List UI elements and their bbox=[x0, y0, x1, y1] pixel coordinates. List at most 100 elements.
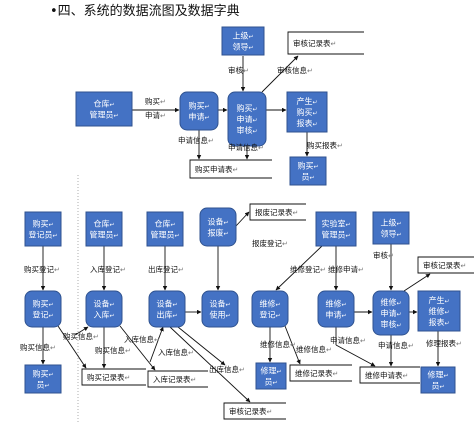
store-s8: 维修申请表↵ bbox=[359, 366, 420, 384]
store-shape bbox=[359, 366, 420, 384]
return-mark: ↵ bbox=[403, 372, 409, 380]
entitie-label: 实验室↵ bbox=[321, 219, 350, 229]
entitie-label: 上级↵ bbox=[232, 31, 253, 41]
store-shape bbox=[289, 364, 352, 382]
return-mark: ↵ bbox=[290, 341, 296, 349]
return-mark: ↵ bbox=[191, 376, 197, 384]
store-label: 维修申请表↵ bbox=[365, 370, 408, 380]
entitie-label: 报表↵ bbox=[428, 317, 449, 327]
return-mark: ↵ bbox=[307, 67, 313, 75]
entitie-label: 领导↵ bbox=[232, 42, 253, 52]
return-mark: ↵ bbox=[456, 340, 462, 348]
flow-label: 申请信息↵ bbox=[228, 142, 264, 152]
processe-label: 购买↵ bbox=[32, 299, 53, 309]
flow-label: 报废登记↵ bbox=[252, 238, 288, 248]
return-mark: ↵ bbox=[320, 266, 326, 274]
store-shape bbox=[189, 159, 272, 179]
entitie-label: 仓库↵ bbox=[154, 219, 175, 229]
processe-label: 设备↵ bbox=[207, 217, 228, 227]
entitie-label: 领导↵ bbox=[380, 229, 401, 239]
processe-p9: 维修↵申请↵ bbox=[317, 290, 355, 328]
processe-p8: 维修↵登记↵ bbox=[251, 290, 289, 328]
entitie-e4: 购买↵员↵ bbox=[289, 156, 327, 186]
entitie-shape bbox=[315, 211, 357, 247]
entitie-shape bbox=[255, 362, 287, 390]
return-mark: ↵ bbox=[243, 67, 249, 75]
processe-label: 维修↵ bbox=[259, 299, 280, 309]
entitie-label: 员↵ bbox=[431, 382, 444, 391]
processe-label: 申请↵ bbox=[380, 308, 401, 318]
return-mark: ↵ bbox=[239, 366, 245, 374]
store-shape bbox=[81, 368, 146, 386]
return-mark: ↵ bbox=[188, 349, 194, 357]
flow-label: 申请↵ bbox=[145, 110, 166, 120]
processe-shape bbox=[179, 91, 219, 131]
store-label: 审核记录表↵ bbox=[423, 260, 466, 270]
processe-p1: 购买↵申请↵ bbox=[179, 91, 219, 131]
entitie-label: 购买↵ bbox=[296, 107, 317, 117]
store-shape bbox=[417, 256, 474, 274]
entitie-e9: 上级↵领导↵ bbox=[372, 211, 410, 245]
entitie-label: 维修↵ bbox=[428, 306, 449, 316]
entitie-label: 上级↵ bbox=[380, 218, 401, 228]
processe-label: 报废↵ bbox=[207, 228, 228, 238]
return-mark: ↵ bbox=[160, 112, 166, 120]
store-s7: 维修记录表↵ bbox=[289, 364, 352, 382]
processe-shape bbox=[201, 290, 239, 328]
entitie-shape bbox=[289, 156, 327, 186]
processe-label: 购买↵ bbox=[236, 103, 257, 113]
processe-label: 维修↵ bbox=[380, 297, 401, 307]
processe-label: 设备↵ bbox=[93, 299, 114, 309]
processe-shape bbox=[24, 290, 62, 328]
flow-label: 出库登记↵ bbox=[148, 264, 184, 274]
return-mark: ↵ bbox=[120, 266, 126, 274]
return-mark: ↵ bbox=[358, 266, 364, 274]
entitie-label: 产生↵ bbox=[428, 295, 449, 305]
processe-shape bbox=[372, 290, 410, 336]
store-shape bbox=[249, 203, 306, 221]
flow-label: 审核↵ bbox=[373, 250, 394, 260]
return-mark: ↵ bbox=[267, 408, 273, 416]
flow-label: 入库信息↵ bbox=[158, 347, 194, 357]
processe-label: 登记↵ bbox=[32, 310, 53, 320]
entitie-shape bbox=[24, 364, 62, 394]
processe-label: 入库↵ bbox=[93, 310, 114, 320]
store-s9: 审核记录表↵ bbox=[223, 402, 286, 420]
entitie-label: 修理↵ bbox=[260, 366, 281, 376]
processe-label: 设备↵ bbox=[156, 299, 177, 309]
entitie-shape bbox=[221, 26, 265, 56]
flow-label: 出库信息↵ bbox=[209, 364, 245, 374]
flow-label: 审核信息↵ bbox=[277, 65, 313, 75]
store-s3: 报废记录表↵ bbox=[249, 203, 306, 221]
flow-label: 维修信息↵ bbox=[296, 344, 332, 354]
store-label: 入库记录表↵ bbox=[153, 374, 196, 384]
processe-shape bbox=[317, 290, 355, 328]
processe-label: 申请↵ bbox=[325, 310, 346, 320]
entitie-e2: 仓库↵管理员↵ bbox=[75, 91, 133, 127]
entitie-label: 员↵ bbox=[264, 378, 277, 387]
return-mark: ↵ bbox=[337, 142, 343, 150]
store-s5: 购买记录表↵ bbox=[81, 368, 146, 386]
processe-label: 申请↵ bbox=[236, 114, 257, 124]
return-mark: ↵ bbox=[461, 262, 467, 270]
entitie-shape bbox=[24, 211, 62, 247]
return-mark: ↵ bbox=[331, 40, 337, 48]
entitie-label: 购买↵ bbox=[32, 219, 53, 229]
return-mark: ↵ bbox=[233, 166, 239, 174]
processe-p5: 设备↵出库↵ bbox=[148, 290, 186, 328]
return-mark: ↵ bbox=[93, 333, 99, 341]
return-mark: ↵ bbox=[54, 266, 60, 274]
flow-label: 购买信息↵ bbox=[63, 331, 99, 341]
entitie-label: 管理员↵ bbox=[89, 230, 118, 240]
store-s6: 入库记录表↵ bbox=[147, 370, 208, 388]
flow-label: 申请信息↵ bbox=[178, 135, 214, 145]
entitie-label: 管理员↵ bbox=[150, 230, 179, 240]
return-mark: ↵ bbox=[154, 336, 160, 344]
entitie-shape bbox=[85, 211, 123, 247]
store-shape bbox=[223, 402, 286, 420]
processe-label: 登记↵ bbox=[259, 310, 280, 320]
processe-label: 购买↵ bbox=[188, 101, 209, 111]
processes: 购买↵申请↵购买↵申请↵审核↵购买↵登记↵设备↵入库↵设备↵出库↵设备↵报废↵设… bbox=[24, 91, 410, 336]
store-label: 维修记录表↵ bbox=[295, 368, 338, 378]
processe-p7: 设备↵使用↵ bbox=[201, 290, 239, 328]
